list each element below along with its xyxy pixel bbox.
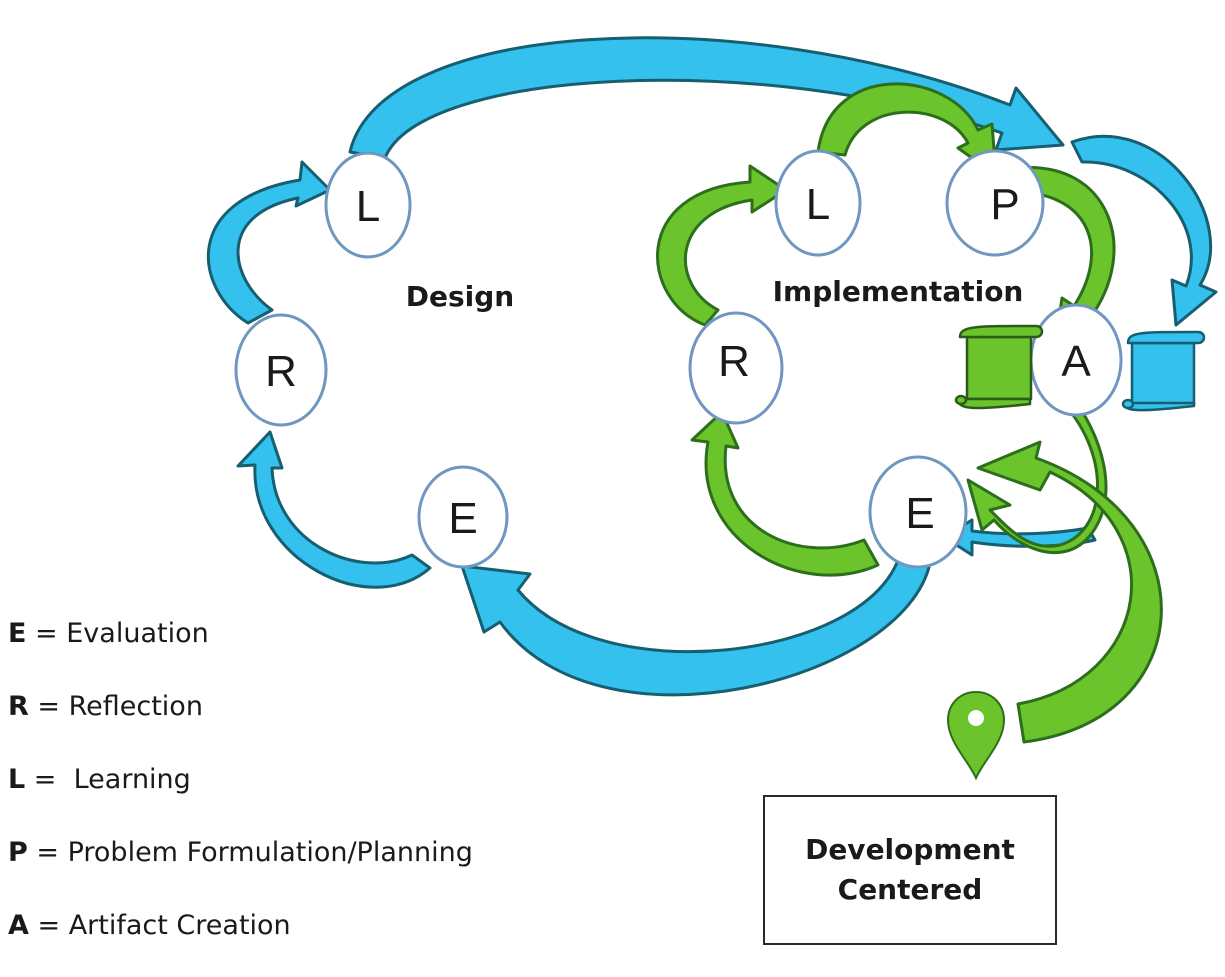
legend-item-l: L = Learning <box>8 764 191 795</box>
impl-node-p-label: P <box>990 180 1019 229</box>
design-title: Design <box>406 280 514 313</box>
legend-item-r: R = Reflection <box>8 691 203 722</box>
arrow-design-l-to-impl-p <box>348 36 1065 160</box>
legend-item-p: P = Problem Formulation/Planning <box>8 837 473 868</box>
arrow-impl-r-to-l <box>656 164 788 327</box>
impl-node-a: A <box>1029 303 1123 417</box>
impl-node-l-label: L <box>806 180 830 229</box>
cycle-diagram: L R E L P R A E De <box>207 36 1218 781</box>
map-pin-icon <box>946 690 1006 781</box>
arrow-impl-e-to-design-e <box>460 558 932 697</box>
arrow-impl-a-to-e <box>966 393 1108 555</box>
implementation-title: Implementation <box>773 275 1024 308</box>
impl-node-e-label: E <box>905 489 934 538</box>
impl-node-a-label: A <box>1061 337 1091 386</box>
impl-node-l: L <box>774 149 862 257</box>
implementation-nodes: L P R A E <box>688 149 1123 569</box>
design-node-r: R <box>234 313 328 427</box>
legend-item-e: E = Evaluation <box>8 618 209 649</box>
arrow-impl-l-to-p <box>816 82 998 177</box>
scroll-icon-blue <box>1121 330 1206 412</box>
development-centered-box: Development Centered <box>763 795 1057 945</box>
design-node-r-label: R <box>265 347 297 396</box>
development-line-1: Development <box>805 833 1015 866</box>
arrow-impl-e-to-r <box>690 410 880 577</box>
impl-node-e: E <box>868 455 968 569</box>
impl-node-p: P <box>945 149 1045 257</box>
impl-node-r-label: R <box>718 337 750 386</box>
implementation-cycle-arrows <box>656 82 1163 744</box>
design-cycle-arrows <box>207 36 1218 697</box>
design-node-e-label: E <box>448 494 477 543</box>
legend-item-a: A = Artifact Creation <box>8 910 291 941</box>
design-node-e: E <box>417 465 509 569</box>
arrow-design-r-to-l <box>207 160 332 325</box>
design-nodes: L R E <box>234 151 509 569</box>
legend: E = Evaluation R = Reflection L = Learni… <box>8 612 473 977</box>
design-node-l: L <box>324 151 412 259</box>
arrow-design-e-to-r <box>236 430 432 589</box>
arrow-pin-to-impl-e <box>976 440 1163 744</box>
development-line-2: Centered <box>837 873 983 906</box>
scroll-icon-green <box>954 324 1044 410</box>
arrow-to-blue-scroll <box>1070 134 1218 327</box>
design-node-l-label: L <box>356 182 380 231</box>
impl-node-r: R <box>688 311 784 425</box>
